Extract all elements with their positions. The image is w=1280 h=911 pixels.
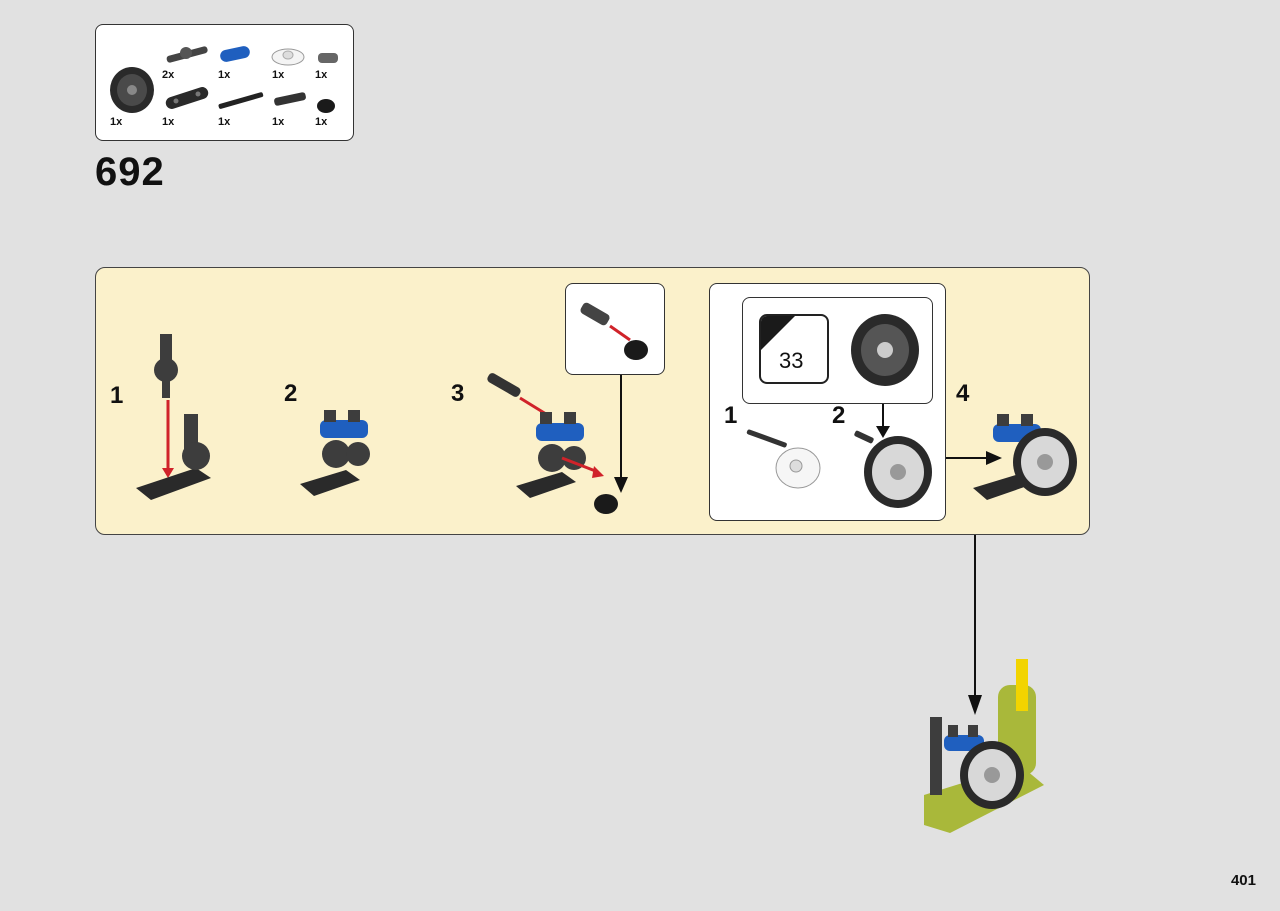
axle-part-icon: [218, 92, 264, 109]
assembly-arrow: [968, 535, 982, 715]
pin-cap-callout-illustration: [580, 302, 648, 360]
bush-part-icon: [318, 53, 338, 63]
inner-step-1-illustration: [746, 429, 821, 489]
part-qty: 1x: [162, 116, 175, 128]
cap-part-icon: [317, 99, 335, 113]
substep-3-callout: [565, 283, 665, 375]
blue-beam-part-icon: [220, 46, 250, 62]
part-qty: 2x: [162, 69, 175, 81]
part-qty: 1x: [110, 116, 123, 128]
black-beam-part-icon: [165, 87, 209, 109]
substep-4-illustration: [973, 414, 1077, 500]
substep-2-illustration: [300, 410, 370, 496]
substep-4-callout: 33 1 2: [709, 283, 946, 521]
axle-connector-part-icon: [166, 46, 208, 63]
wheel-part-icon: [110, 67, 154, 113]
part-qty: 1x: [272, 116, 285, 128]
callout-arrow: [614, 375, 628, 493]
substep-label: 1: [110, 382, 124, 409]
step-number: 692: [95, 150, 165, 194]
part-qty: 1x: [218, 116, 231, 128]
sticker-number: 33: [779, 348, 804, 373]
part-qty: 1x: [315, 69, 328, 81]
part-qty: 1x: [315, 116, 328, 128]
clear-disc-part-icon: [271, 48, 305, 66]
page-number: 401: [1230, 872, 1256, 889]
inner-step-label: 1: [724, 402, 738, 429]
parts-list-box: 2x 1x 1x 1x 1x 1x 1x 1x 1x: [95, 24, 354, 141]
substep-1-illustration: [136, 334, 211, 500]
part-qty: 1x: [272, 69, 285, 81]
sticker-tag: 33: [759, 314, 829, 384]
inner-step-label: 2: [832, 402, 846, 429]
pin-part-icon: [274, 92, 306, 106]
subassembly-panel: 1 2 3 4: [95, 267, 1090, 535]
substep-label: 2: [284, 380, 298, 407]
substep-3-illustration: [487, 373, 618, 514]
part-qty: 1x: [218, 69, 231, 81]
substep-label: 3: [451, 380, 465, 407]
sticker-callout: 33: [742, 297, 933, 404]
inner-step-arrow: [876, 404, 890, 438]
substep-4-arrow: [946, 451, 1002, 465]
sticker-wheel-illustration: [851, 314, 919, 386]
substep-label: 4: [956, 380, 970, 407]
inner-step-2-illustration: [854, 430, 932, 508]
final-assembly-illustration: [924, 659, 1044, 833]
